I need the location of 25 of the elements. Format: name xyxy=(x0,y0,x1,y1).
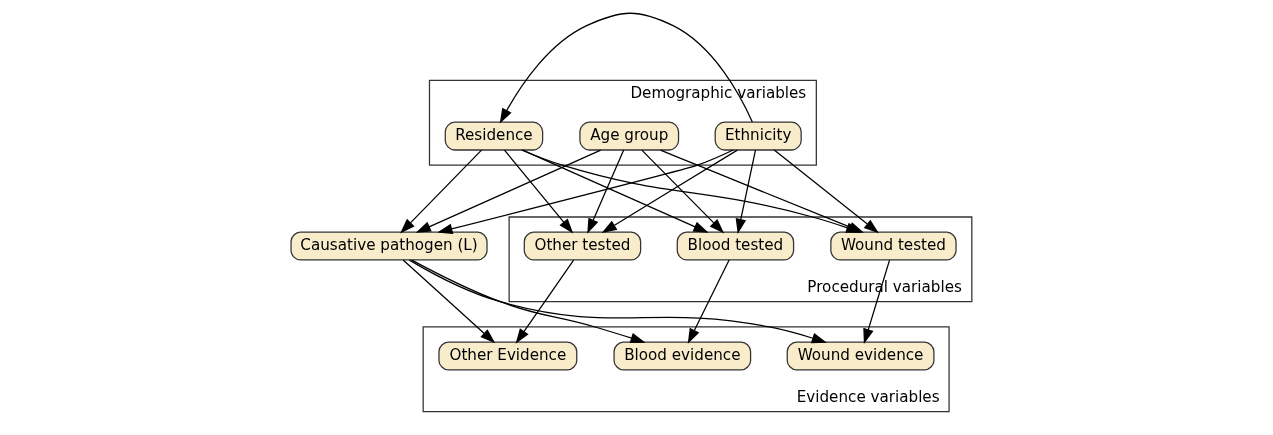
node-box: Causative pathogen (L) xyxy=(290,231,488,261)
arrow xyxy=(863,259,891,344)
arrow xyxy=(735,149,757,234)
arrow xyxy=(641,149,725,234)
node-box: Blood tested xyxy=(676,231,795,261)
arrow xyxy=(601,149,738,234)
node-box: Other tested xyxy=(523,231,642,261)
arrow xyxy=(437,149,734,234)
arrow xyxy=(515,259,575,344)
node-box: Residence xyxy=(444,121,544,151)
node-box: Age group xyxy=(579,121,680,151)
arrow xyxy=(499,12,753,124)
arrow xyxy=(503,149,574,234)
node-box: Other Evidence xyxy=(438,341,578,371)
node-box: Ethnicity xyxy=(714,121,802,151)
node-box: Blood evidence xyxy=(613,341,752,371)
arrow xyxy=(408,259,827,344)
arrow xyxy=(400,149,483,234)
arrow xyxy=(687,259,730,344)
arrow xyxy=(402,259,496,344)
arrow xyxy=(587,149,625,234)
arrow xyxy=(415,149,602,233)
arrow xyxy=(411,259,646,344)
node-box: Wound tested xyxy=(830,231,957,261)
node-box: Wound evidence xyxy=(786,341,935,371)
